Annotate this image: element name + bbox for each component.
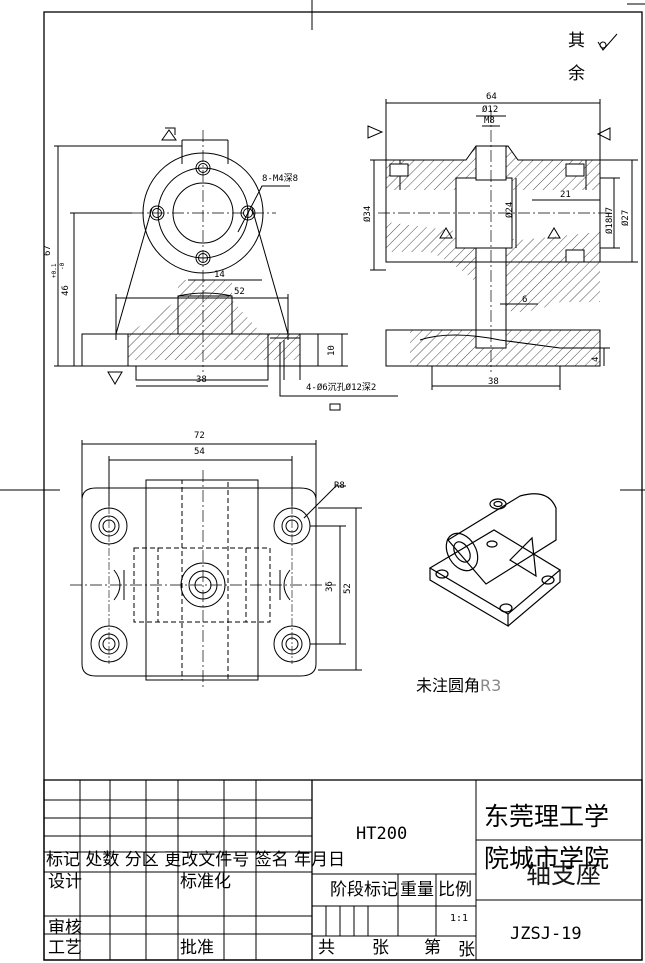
header-row: 标记 处数 分区 更改文件号 签名 年月日	[46, 850, 346, 870]
roughness-note-line2: 余	[568, 64, 585, 84]
dim-27: Ø27	[621, 209, 631, 226]
dim-64: 64	[486, 92, 497, 102]
dim-54: 54	[194, 447, 205, 457]
total-label: 共	[318, 938, 335, 958]
dim-10: 10	[327, 345, 337, 356]
drawing-no: JZSJ-19	[510, 924, 582, 944]
dim-67: 67	[43, 245, 53, 256]
part-name: 轴支座	[526, 860, 602, 889]
thread-note: 8-M4深8	[262, 174, 299, 184]
scale-value: 1:1	[450, 913, 469, 924]
dim-34: Ø34	[363, 205, 373, 222]
school-line1: 东莞理工学	[484, 802, 610, 831]
dim-38: 38	[196, 375, 207, 385]
dim-52: 52	[234, 287, 245, 297]
stage-label: 阶段标记	[330, 880, 398, 900]
dim-m8: M8	[484, 116, 495, 126]
weight-label: 重量	[400, 880, 434, 900]
roughness-note-line1: 其	[568, 31, 585, 51]
title-block-grid	[43, 779, 643, 961]
fillet-note: 未注圆角R3	[416, 676, 502, 695]
dim-36: 36	[325, 581, 335, 592]
dim-12: Ø12	[482, 105, 499, 115]
sheet-unit2: 张	[458, 940, 475, 960]
dim-6: 6	[522, 295, 528, 305]
tol-minus: -0	[59, 262, 66, 270]
dim-21: 21	[560, 190, 571, 200]
dim-4: 4	[591, 356, 601, 362]
isometric-view	[428, 493, 562, 628]
design-label: 设计	[48, 872, 82, 892]
hole-note: 4-Ø6沉孔Ø12深2	[306, 383, 377, 393]
dim-52-top: 52	[343, 583, 353, 594]
dim-r8: R8	[334, 481, 345, 491]
tol-plus: +0.1	[51, 263, 58, 278]
dim-38-side: 38	[488, 377, 499, 387]
sheet-no-label: 第	[424, 938, 441, 958]
process-label: 工艺	[48, 938, 82, 958]
dim-18: Ø18H7	[605, 206, 615, 234]
side-view	[367, 99, 638, 390]
dim-46: 46	[61, 285, 71, 296]
roughness-symbol	[597, 33, 618, 51]
standardize-label: 标准化	[180, 872, 231, 892]
dim-14: 14	[214, 270, 225, 280]
school-line2: 院城市学院	[484, 844, 610, 873]
scale-label: 比例	[438, 880, 472, 900]
review-label: 审核	[48, 918, 82, 938]
top-view	[70, 440, 362, 690]
sheet-unit1: 张	[372, 938, 389, 958]
front-view	[54, 127, 398, 411]
dim-72: 72	[194, 431, 205, 441]
dim-24: Ø24	[505, 201, 515, 218]
material: HT200	[356, 824, 408, 844]
approve-label: 批准	[180, 938, 214, 958]
